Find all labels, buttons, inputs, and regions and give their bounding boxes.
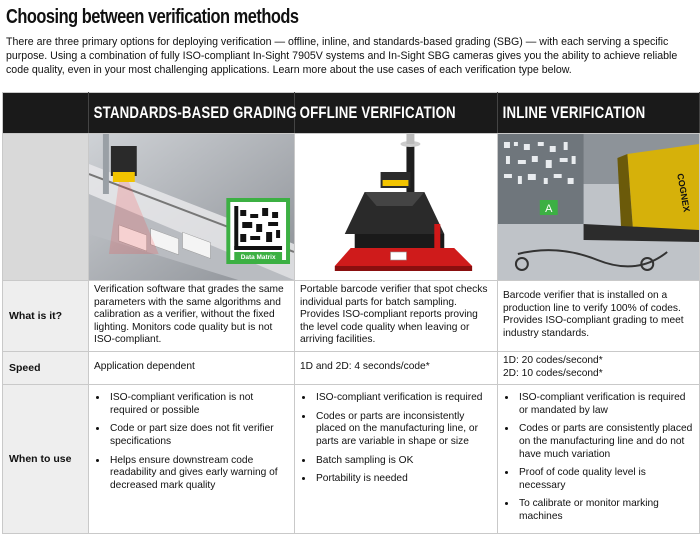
header-sbg: STANDARDS-BASED GRADING	[88, 92, 297, 134]
svg-text:A: A	[545, 203, 553, 215]
header-inline: INLINE VERIFICATION	[497, 92, 700, 134]
comparison-table: STANDARDS-BASED GRADING OFFLINE VERIFICA…	[2, 92, 700, 534]
header-offline: OFFLINE VERIFICATION	[294, 92, 498, 134]
table-header-row: STANDARDS-BASED GRADING OFFLINE VERIFICA…	[2, 92, 700, 134]
list-item: ISO-compliant verification is required o…	[517, 391, 694, 417]
list-item: Code or part size does not fit verifier …	[108, 422, 289, 448]
list-item: Portability is needed	[314, 472, 492, 486]
list-item: Codes or parts are inconsistently placed…	[314, 410, 492, 449]
when-inline: ISO-compliant verification is required o…	[497, 384, 700, 534]
row-when-to-use: When to use ISO-compliant verification i…	[2, 384, 700, 534]
image-row: Data Matrix	[2, 133, 700, 281]
list-item: Proof of code quality level is necessary	[517, 466, 694, 492]
page-title: Choosing between verification methods	[6, 6, 299, 28]
what-offline: Portable barcode verifier that spot chec…	[294, 280, 498, 352]
speed-inline-2d: 2D: 10 codes/second*	[503, 367, 603, 379]
speed-sbg: Application dependent	[88, 350, 295, 386]
row-label-speed: Speed	[2, 350, 89, 386]
list-item: To calibrate or monitor marking machines	[517, 497, 694, 523]
svg-text:Data Matrix: Data Matrix	[241, 254, 276, 261]
inline-photo: A COGNEX	[497, 133, 700, 281]
speed-inline: 1D: 20 codes/second* 2D: 10 codes/second…	[497, 350, 700, 386]
what-sbg: Verification software that grades the sa…	[88, 280, 295, 352]
row-what-is-it: What is it? Verification software that g…	[2, 280, 700, 352]
list-item: ISO-compliant verification is required	[314, 391, 492, 405]
image-row-label	[2, 133, 89, 281]
what-inline: Barcode verifier that is installed on a …	[497, 280, 700, 352]
list-item: Batch sampling is OK	[314, 454, 492, 468]
list-item: Codes or parts are consistently placed o…	[517, 422, 694, 461]
row-label-what: What is it?	[2, 280, 89, 352]
header-empty-cell	[2, 92, 89, 134]
when-offline: ISO-compliant verification is required C…	[294, 384, 498, 534]
list-item: Helps ensure downstream code readability…	[108, 454, 289, 493]
sbg-photo: Data Matrix	[88, 133, 295, 281]
intro-paragraph: There are three primary options for depl…	[6, 36, 678, 77]
when-sbg: ISO-compliant verification is not requir…	[88, 384, 295, 534]
row-speed: Speed Application dependent 1D and 2D: 4…	[2, 350, 700, 386]
speed-inline-1d: 1D: 20 codes/second*	[503, 354, 603, 366]
offline-photo	[294, 133, 498, 281]
list-item: ISO-compliant verification is not requir…	[108, 391, 289, 417]
row-label-when: When to use	[2, 384, 89, 534]
speed-offline: 1D and 2D: 4 seconds/code*	[294, 350, 498, 386]
